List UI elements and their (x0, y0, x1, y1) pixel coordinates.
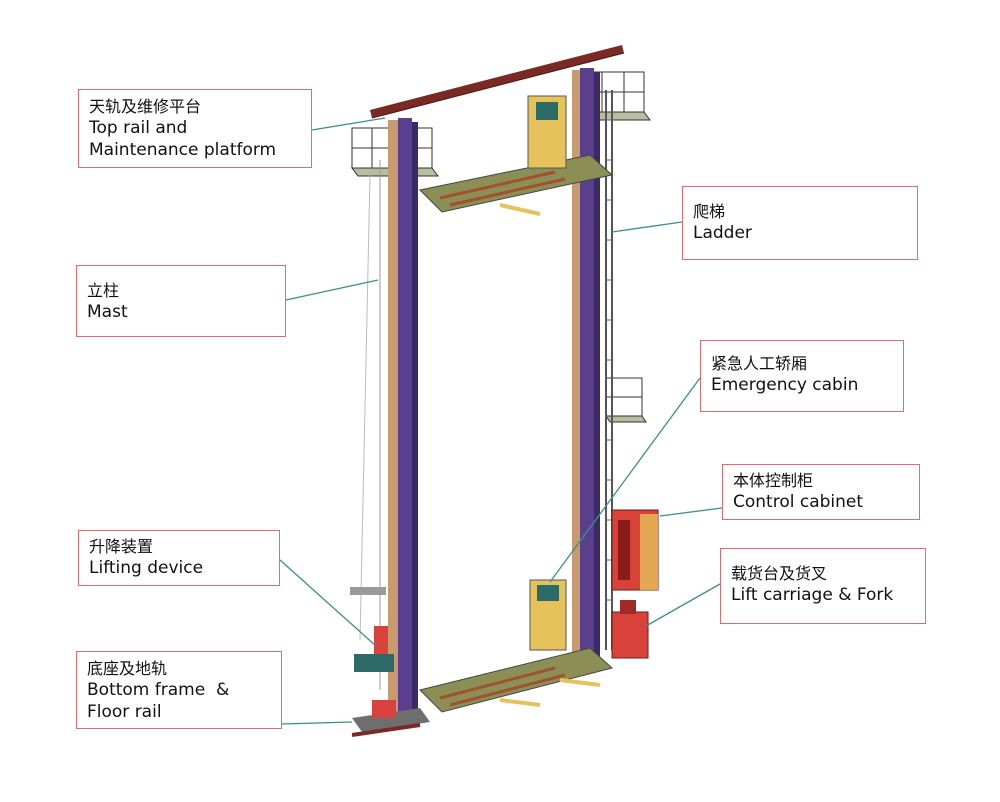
bottom-frame-label-en-line1: Bottom frame & (87, 680, 230, 700)
bottom-frame-label-en-line2: Floor rail (87, 702, 162, 722)
emergency-cabin-label-zh: 紧急人工轿厢 (711, 354, 808, 373)
ladder-label-zh: 爬梯 (693, 202, 726, 221)
lower-carriage-platform (419, 579, 614, 713)
control-cabinet-label-en: Control cabinet (733, 492, 864, 512)
mast-label: 立柱 Mast (76, 265, 286, 337)
control-cabinet-drawing (611, 509, 659, 591)
emergency-cabin-label: 紧急人工轿厢 Emergency cabin (700, 340, 904, 412)
lift-carriage-label-zh: 载货台及货叉 (731, 564, 828, 583)
bottom-frame-drawing (351, 700, 430, 737)
lifting-device-label-en: Lifting device (89, 558, 204, 578)
left-mast (359, 118, 418, 720)
bottom-frame-label-zh: 底座及地轨 (87, 659, 168, 678)
lifting-device-label: 升降装置 Lifting device (78, 530, 280, 586)
top-rail-label-en-line1: Top rail and (89, 118, 188, 138)
lift-carriage-label-en: Lift carriage & Fork (731, 585, 894, 605)
control-cabinet-label: 本体控制柜 Control cabinet (722, 464, 920, 520)
upper-carriage-platform (418, 95, 614, 216)
ladder-label: 爬梯 Ladder (682, 186, 918, 260)
ladder-label-en: Ladder (693, 223, 752, 243)
lifting-device-drawing (350, 587, 394, 672)
top-rail-label-zh: 天轨及维修平台 (89, 97, 202, 116)
emergency-cabin-label-en: Emergency cabin (711, 375, 859, 395)
mast-label-zh: 立柱 (87, 281, 120, 300)
mast-label-en: Mast (87, 302, 128, 322)
leader-lines (279, 117, 723, 725)
top-rail (370, 45, 625, 119)
control-cabinet-label-zh: 本体控制柜 (733, 471, 814, 490)
lift-carriage-drawing (611, 600, 649, 659)
bottom-frame-label: 底座及地轨 Bottom frame & Floor rail (76, 651, 282, 729)
top-rail-label-en-line2: Maintenance platform (89, 140, 277, 160)
lift-carriage-label: 载货台及货叉 Lift carriage & Fork (720, 548, 926, 624)
lifting-device-label-zh: 升降装置 (89, 537, 154, 556)
top-rail-label: 天轨及维修平台 Top rail and Maintenance platfor… (78, 89, 312, 168)
